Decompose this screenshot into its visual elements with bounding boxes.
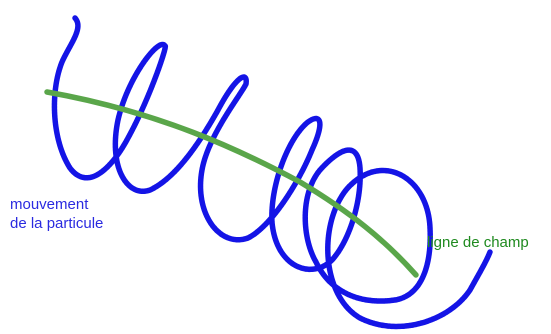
particle-motion-label: mouvement de la particule xyxy=(10,195,103,233)
particle-label-line2: de la particule xyxy=(10,214,103,233)
particle-label-line1: mouvement xyxy=(10,195,103,214)
particle-helix-path xyxy=(54,18,490,326)
field-line-label: ligne de champ xyxy=(427,233,529,252)
